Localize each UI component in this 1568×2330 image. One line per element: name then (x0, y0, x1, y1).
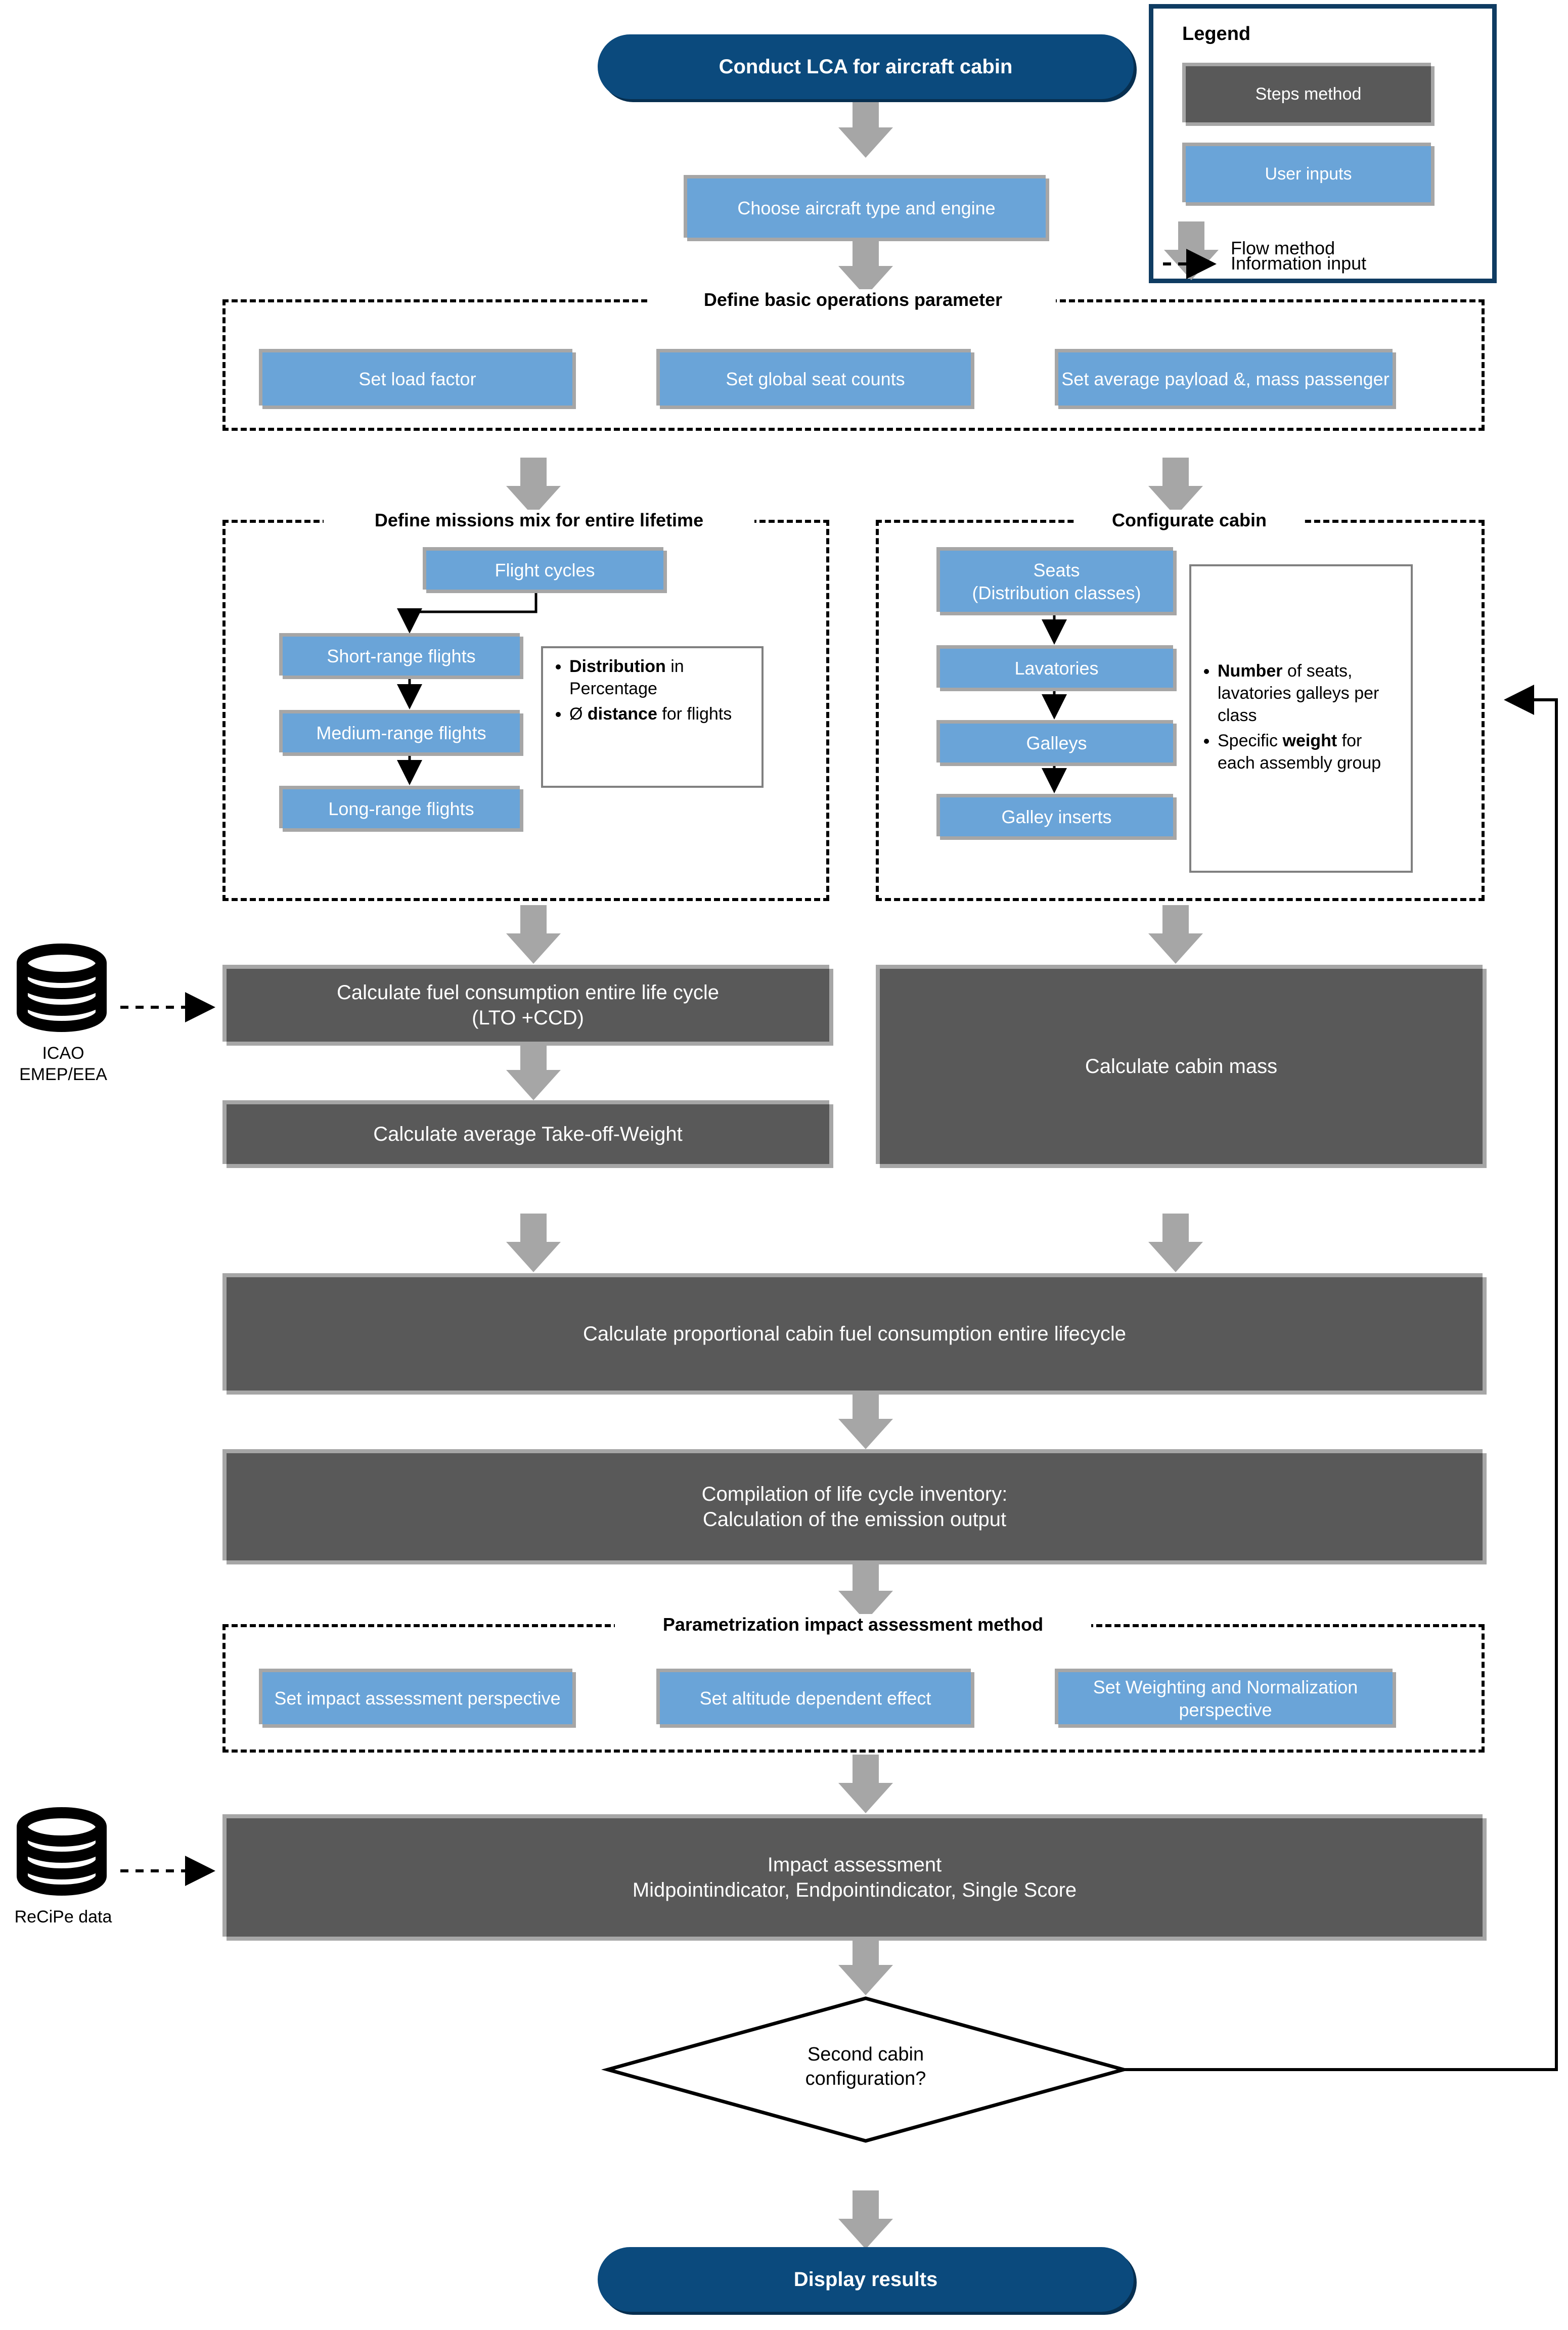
step-compilation-line2: Calculation of the emission output (702, 1508, 1007, 1531)
step-compilation-inventory[interactable]: Compilation of life cycle inventory: Cal… (222, 1449, 1483, 1560)
legend-label-flow-method: Flow method (1231, 238, 1335, 258)
step-calculate-cabin-mass[interactable]: Calculate cabin mass (876, 965, 1483, 1164)
input-galleys[interactable]: Galleys (936, 720, 1173, 763)
input-seats-line2: (Distribution classes) (972, 582, 1141, 603)
input-set-load-factor[interactable]: Set load factor (259, 349, 572, 406)
legend-swatch-steps-method: Steps method (1182, 63, 1431, 122)
database-label-recipe: ReCiPe data (14, 1907, 112, 1926)
input-set-average-payload[interactable]: Set average payload &, mass passenger (1055, 349, 1393, 406)
step-calc-fuel-line2: (LTO +CCD) (472, 1007, 584, 1029)
legend-label-information-input: Information input (1231, 253, 1367, 274)
step-impact-assessment[interactable]: Impact assessment Midpointindicator, End… (222, 1814, 1483, 1937)
input-seats[interactable]: Seats (Distribution classes) (936, 547, 1173, 612)
input-set-altitude-dependent-effect[interactable]: Set altitude dependent effect (656, 1669, 971, 1724)
input-seats-line1: Seats (1033, 559, 1080, 580)
input-galley-inserts[interactable]: Galley inserts (936, 794, 1173, 836)
step-calc-fuel-line1: Calculate fuel consumption entire life c… (337, 981, 719, 1004)
callout-cabin-list: Number of seats, lavatories galleys per … (1200, 660, 1402, 778)
choose-aircraft-input[interactable]: Choose aircraft type and engine (684, 175, 1046, 238)
group-title-missions-mix: Define missions mix for entire lifetime (324, 510, 754, 531)
database-icon-recipe (17, 1807, 107, 1896)
database-label-icao-line1: ICAO (42, 1044, 84, 1063)
information-input-arrows (120, 992, 215, 1886)
input-flight-cycles[interactable]: Flight cycles (423, 547, 663, 590)
callout-missions-mix: Distribution in Percentage Ø distance fo… (541, 646, 764, 788)
start-terminator[interactable]: Conduct LCA for aircraft cabin (598, 34, 1134, 99)
callout-missions-list: Distribution in Percentage Ø distance fo… (552, 655, 752, 726)
callout-cabin-item-1: Specific weight for each assembly group (1218, 730, 1402, 774)
legend-label-user-inputs: User inputs (1265, 164, 1352, 184)
database-icon-icao (17, 944, 107, 1032)
step-calculate-average-tow[interactable]: Calculate average Take-off-Weight (222, 1100, 829, 1164)
input-medium-range-flights[interactable]: Medium-range flights (279, 710, 520, 752)
decision-label-line2: configuration? (805, 2068, 926, 2089)
input-set-weighting-normalization[interactable]: Set Weighting and Normalization perspect… (1055, 1669, 1393, 1724)
step-calculate-proportional-fuel[interactable]: Calculate proportional cabin fuel consum… (222, 1273, 1483, 1391)
step-compilation-line1: Compilation of life cycle inventory: (701, 1483, 1008, 1505)
callout-missions-item-1: Ø distance for flights (569, 703, 752, 725)
legend-swatch-user-inputs: User inputs (1182, 143, 1431, 202)
legend-title: Legend (1182, 23, 1251, 44)
input-lavatories[interactable]: Lavatories (936, 645, 1173, 688)
callout-missions-item-0: Distribution in Percentage (569, 655, 752, 700)
decision-label: Second cabin configuration? (709, 2043, 1022, 2091)
group-title-basic-operations: Define basic operations parameter (650, 289, 1056, 310)
callout-configurate-cabin: Number of seats, lavatories galleys per … (1189, 564, 1413, 873)
database-label-icao-line2: EMEP/EEA (19, 1065, 107, 1084)
end-terminator[interactable]: Display results (598, 2247, 1134, 2312)
step-impact-line2: Midpointindicator, Endpointindicator, Si… (632, 1879, 1077, 1901)
input-long-range-flights[interactable]: Long-range flights (279, 786, 520, 828)
step-calculate-fuel-consumption[interactable]: Calculate fuel consumption entire life c… (222, 965, 829, 1042)
input-set-impact-assessment-perspective[interactable]: Set impact assessment perspective (259, 1669, 572, 1724)
group-title-parametrization: Parametrization impact assessment method (615, 1614, 1091, 1635)
input-short-range-flights[interactable]: Short-range flights (279, 633, 520, 676)
decision-label-line1: Second cabin (807, 2044, 924, 2065)
step-impact-line1: Impact assessment (767, 1854, 942, 1876)
callout-cabin-item-0: Number of seats, lavatories galleys per … (1218, 660, 1402, 727)
legend-label-steps-method: Steps method (1255, 84, 1362, 104)
input-set-global-seat-counts[interactable]: Set global seat counts (656, 349, 971, 406)
group-title-configurate-cabin: Configurate cabin (1075, 510, 1304, 531)
